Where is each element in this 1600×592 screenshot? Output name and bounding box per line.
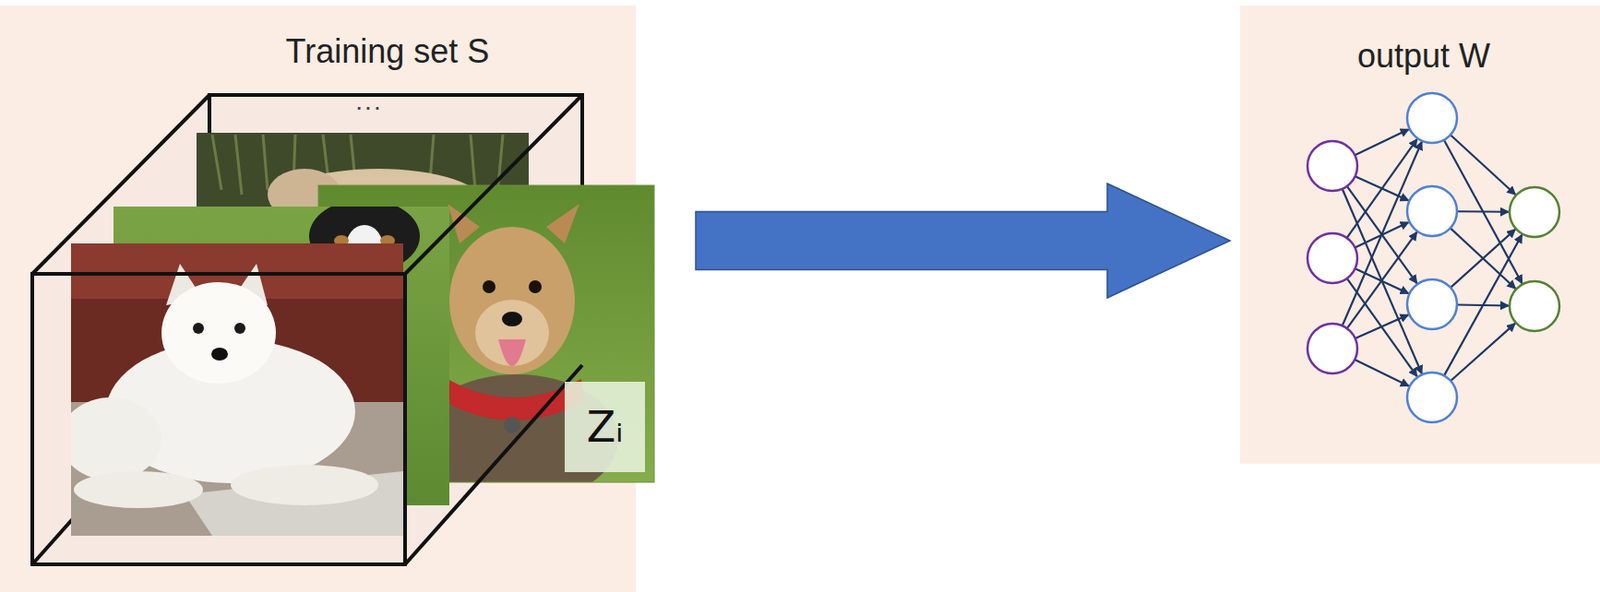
- hidden-neuron: [1407, 372, 1457, 423]
- sample-label: Zᵢ: [586, 402, 624, 453]
- label-holder: ...: [355, 86, 383, 117]
- hidden-neuron: [1407, 279, 1457, 330]
- hidden-neuron: [1407, 186, 1457, 237]
- hidden-neuron: [1407, 93, 1457, 144]
- panel-heading: output W: [1357, 36, 1491, 75]
- input-neuron: [1307, 233, 1358, 284]
- output-neuron: [1509, 281, 1560, 332]
- input-neuron: [1307, 141, 1358, 192]
- panel-heading: Training set S: [286, 32, 490, 71]
- sample-label-box: Zᵢ: [564, 382, 645, 473]
- network-weight: [1450, 227, 1517, 289]
- image-stack-illustration: [0, 5, 665, 592]
- output-neuron: [1509, 187, 1560, 238]
- network-weight: [1450, 134, 1517, 195]
- network-weight: [1354, 359, 1409, 387]
- input-neuron: [1307, 323, 1358, 374]
- block-arrow: [695, 183, 1230, 299]
- network-weight: [1450, 229, 1516, 288]
- output-panel: output W: [1240, 5, 1600, 465]
- network-weight: [1347, 232, 1418, 329]
- network-weight: [1355, 314, 1409, 339]
- ellipsis-label: ...: [355, 86, 383, 117]
- network-weight: [1450, 323, 1516, 382]
- network-weight: [1456, 210, 1509, 214]
- training-set-panel: Training set S Zᵢ: [0, 5, 636, 592]
- network-weight: [1354, 129, 1409, 156]
